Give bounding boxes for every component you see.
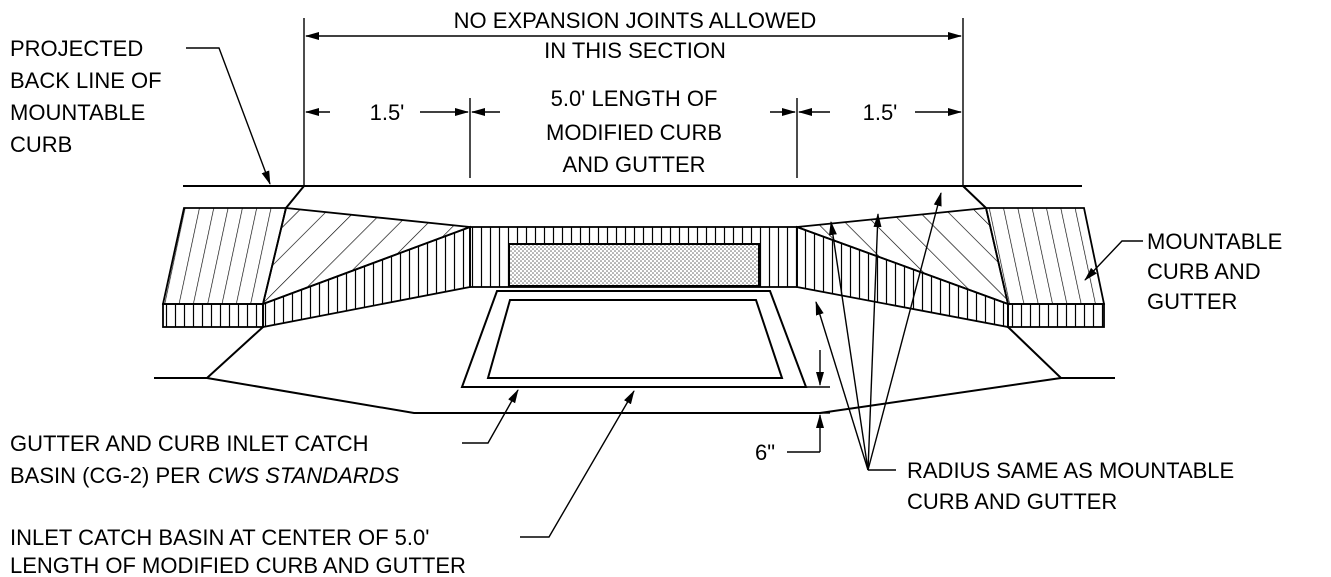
leader-lines bbox=[186, 47, 1143, 538]
no-joints-label-line2: IN THIS SECTION bbox=[544, 38, 726, 63]
catch-basin-grate bbox=[460, 290, 808, 388]
catch-basin-label-line1: GUTTER AND CURB INLET CATCH bbox=[10, 431, 369, 456]
mountable-label-line3: GUTTER bbox=[1147, 289, 1237, 314]
inlet-label-line2: LENGTH OF MODIFIED CURB AND GUTTER bbox=[10, 553, 466, 577]
length-label-line1: 5.0' LENGTH OF bbox=[551, 86, 718, 111]
projected-label-line2: BACK LINE OF bbox=[10, 68, 162, 93]
curb-inlet-opening bbox=[508, 243, 760, 287]
catch-basin-label-line2: BASIN (CG-2) PER CWS STANDARDS bbox=[10, 463, 400, 488]
catch-basin-label-prefix: BASIN (CG-2) PER bbox=[10, 463, 201, 488]
pavement-outline bbox=[154, 326, 1115, 414]
six-inch-label: 6" bbox=[755, 440, 775, 465]
projected-label-line1: PROJECTED bbox=[10, 36, 143, 61]
mountable-label-line1: MOUNTABLE bbox=[1147, 229, 1282, 254]
left-gutter-pan bbox=[162, 303, 264, 328]
mountable-label-line2: CURB AND bbox=[1147, 259, 1261, 284]
length-label-line3: AND GUTTER bbox=[563, 152, 706, 177]
inlet-label-line1: INLET CATCH BASIN AT CENTER OF 5.0' bbox=[10, 525, 429, 550]
length-label-line2: MODIFIED CURB bbox=[546, 120, 722, 145]
six-inch-dimension bbox=[787, 350, 830, 453]
dimension-lines bbox=[303, 18, 964, 185]
dimension-left-label: 1.5' bbox=[370, 100, 405, 125]
no-joints-label-line1: NO EXPANSION JOINTS ALLOWED bbox=[454, 8, 817, 33]
cws-standards-label: CWS STANDARDS bbox=[208, 463, 400, 488]
projected-label-line3: MOUNTABLE bbox=[10, 100, 145, 125]
projected-label-line4: CURB bbox=[10, 132, 72, 157]
right-gutter-pan bbox=[1007, 303, 1105, 328]
radius-label-line1: RADIUS SAME AS MOUNTABLE bbox=[907, 458, 1234, 483]
dimension-right-label: 1.5' bbox=[863, 100, 898, 125]
curb-and-gutter bbox=[161, 185, 1106, 329]
radius-label-line2: CURB AND GUTTER bbox=[907, 489, 1117, 514]
